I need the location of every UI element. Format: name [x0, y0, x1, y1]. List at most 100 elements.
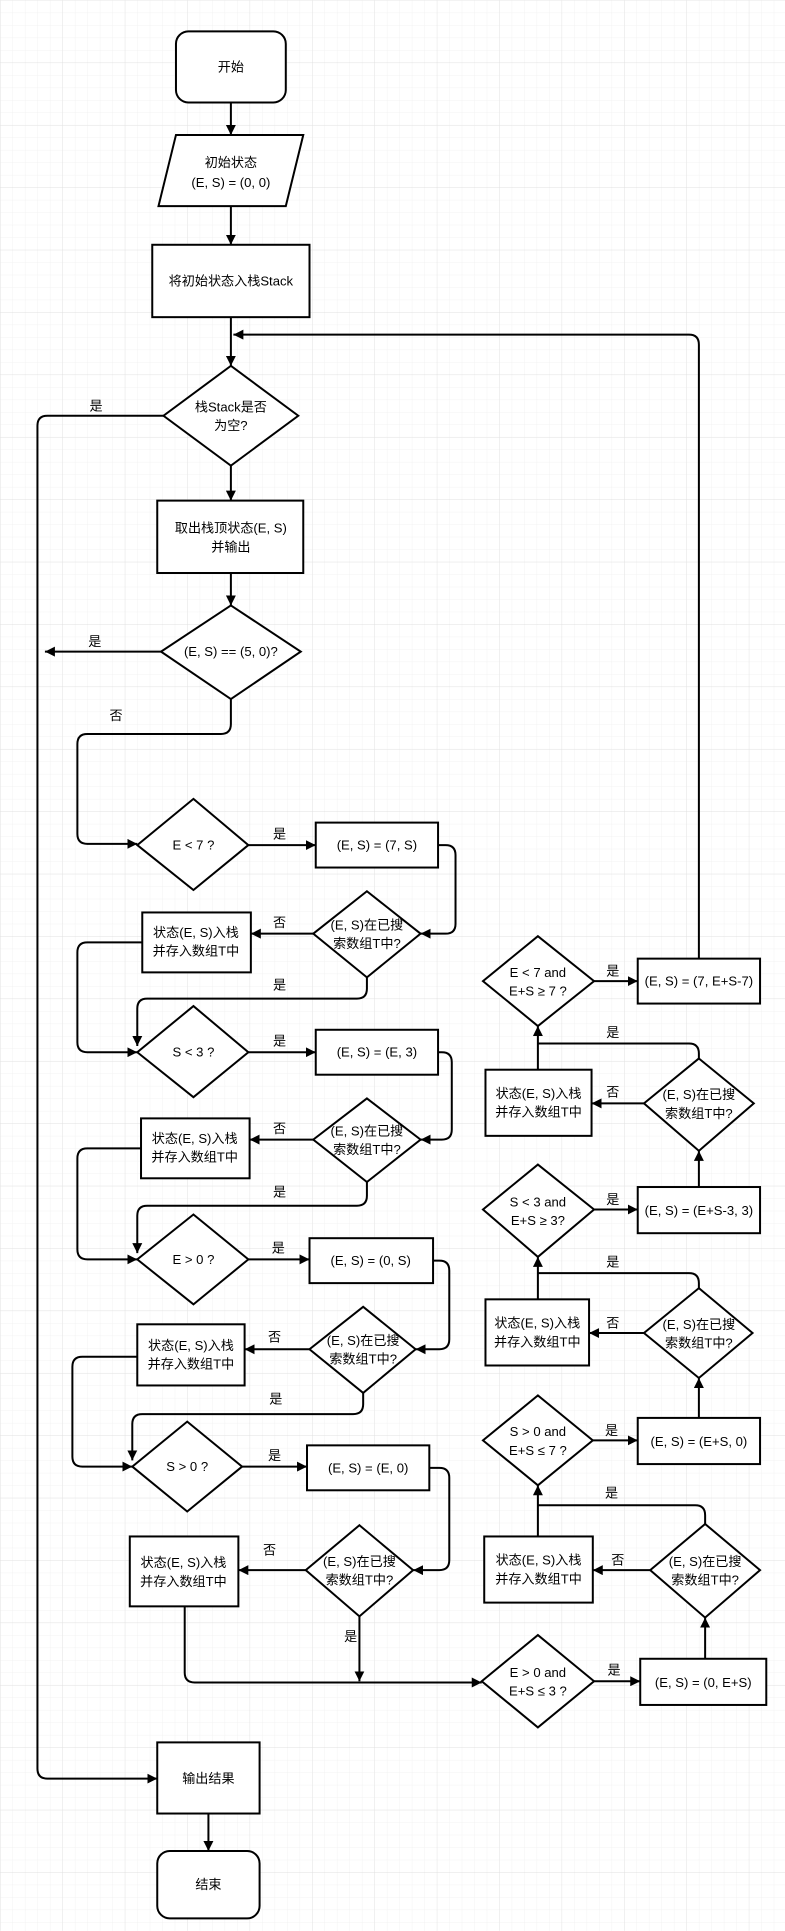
branch-5-action-label: (E, S) = (0, E+S) [655, 1675, 752, 1690]
push-init-process [151, 243, 311, 319]
branch-4-edge-label-check-no: 否 [263, 1543, 276, 1558]
branch-3-condition-diamond [135, 1213, 250, 1306]
branch-8-condition-diamond [481, 934, 596, 1028]
branch-6-action-process [636, 1416, 762, 1466]
branch-6-edge-label-check-yes: 是 [606, 1254, 619, 1269]
branch-1-push-process [141, 911, 252, 974]
edge-loop-back [233, 329, 700, 959]
branch-3: E > 0 ? 是 (E, S) = (0, S) (E, S)在已搜 索数组T… [71, 1213, 451, 1472]
branch-3-push-line-1: 状态(E, S)入栈 [148, 1338, 234, 1353]
branch-2-check-line-1: (E, S)在已搜 [331, 1123, 404, 1138]
branch-6-push-line-2: 并存入数组T中 [494, 1334, 581, 1349]
branch-6-edge-check-yes [537, 1272, 700, 1289]
branch-4-edge-label-check-yes: 是 [344, 1629, 357, 1644]
branch-1-action-label: (E, S) = (7, S) [337, 838, 417, 853]
branch-7-edge-label-check-no: 否 [606, 1085, 619, 1100]
branch-6-condition-line-2: E+S ≤ 7 ? [509, 1443, 567, 1458]
branch-1-condition-diamond [135, 797, 250, 892]
branch-2-push-line-1: 状态(E, S)入栈 [152, 1131, 238, 1146]
branch-5-edge-label-check-no: 否 [611, 1553, 624, 1568]
branch-8-edge-label-yes: 是 [606, 964, 619, 979]
branch-2-edge-action-to-check [420, 1051, 453, 1145]
branch-4-condition-diamond [130, 1420, 244, 1513]
branch-1-edge-action-to-check [420, 844, 457, 939]
branch-6-check-diamond [642, 1286, 755, 1380]
branch-1-edge-check-yes [132, 977, 368, 1046]
branch-3-edge-push-to-next [71, 1355, 138, 1472]
output-label: 输出结果 [182, 1771, 234, 1786]
edge-label-goal-yes: 是 [88, 634, 101, 649]
branch-3-edge-action-to-check [415, 1259, 451, 1355]
branch-6-push-process [484, 1298, 591, 1367]
branch-7-condition-diamond [481, 1163, 596, 1259]
branch-2-condition-label: S < 3 ? [173, 1045, 215, 1060]
edge-goal-no [76, 699, 232, 849]
branch-3-check-line-2: 索数组T中? [329, 1352, 397, 1367]
branch-2-edge-check-yes [132, 1182, 368, 1254]
end-node: 结束 [156, 1849, 261, 1920]
branch-2-action-process [314, 1028, 440, 1076]
branch-2-condition-diamond [135, 1004, 250, 1099]
push-init-node: 将初始状态入栈Stack [151, 243, 311, 319]
branch-4-push-line-2: 并存入数组T中 [140, 1574, 227, 1589]
branch-4-action-label: (E, S) = (E, 0) [328, 1460, 408, 1475]
branch-8-condition-line-1: E < 7 and [510, 965, 566, 980]
branch-3-action-label: (E, S) = (0, S) [330, 1253, 410, 1268]
branch-3-edge-check-yes [127, 1392, 365, 1461]
branch-6: S > 0 and E+S ≤ 7 ? 是 (E, S) = (E+S, 0) … [481, 1254, 762, 1487]
init-state-parallelogram [157, 133, 305, 208]
stack-empty-line-2: 为空? [214, 418, 247, 433]
branch-7-condition-line-1: S < 3 and [510, 1194, 566, 1209]
branch-4-edge-push-to-next [183, 1606, 482, 1688]
branch-7-check-diamond [642, 1057, 756, 1153]
branch-5: E > 0 and E+S ≤ 3 ? 是 (E, S) = (0, E+S) … [480, 1485, 768, 1729]
init-state-line-1: 初始状态 [205, 155, 257, 170]
branch-4-condition-label: S > 0 ? [166, 1459, 208, 1474]
branch-2-check-line-2: 索数组T中? [333, 1142, 401, 1157]
branch-5-edge-check-yes [537, 1504, 707, 1524]
branch-7-push-line-2: 并存入数组T中 [495, 1105, 582, 1120]
branch-8: E < 7 and E+S ≥ 7 ? 是 (E, S) = (7, E+S-7… [481, 934, 762, 1028]
branch-5-action-process [639, 1657, 768, 1706]
branch-7-condition-line-2: E+S ≥ 3? [511, 1213, 565, 1228]
branch-3-push-process [136, 1323, 246, 1387]
pop-top-process [156, 499, 305, 574]
edge-label-stack-empty-yes: 是 [90, 398, 103, 413]
edge-stack-empty-yes [36, 414, 164, 1784]
branch-5-edge-label-check-yes: 是 [605, 1485, 618, 1500]
output-process [156, 1741, 261, 1815]
branch-2-edge-label-check-no: 否 [273, 1121, 286, 1136]
branch-6-edge-label-check-no: 否 [606, 1316, 619, 1331]
branch-6-push-line-1: 状态(E, S)入栈 [494, 1316, 580, 1331]
branch-5-push-line-2: 并存入数组T中 [495, 1571, 582, 1586]
end-label: 结束 [195, 1877, 221, 1892]
branch-1: E < 7 ? 是 (E, S) = (7, S) (E, S)在已搜 索数组T… [76, 797, 457, 1058]
branch-6-condition-diamond [481, 1394, 595, 1487]
branch-2-push-process [140, 1117, 251, 1180]
branch-2-edge-label-check-yes: 是 [273, 1185, 286, 1200]
branch-4-check-line-1: (E, S)在已搜 [323, 1554, 396, 1569]
branch-1-check-line-1: (E, S)在已搜 [331, 917, 404, 932]
branch-6-edge-label-yes: 是 [605, 1423, 618, 1438]
goal-test-label: (E, S) == (5, 0)? [184, 644, 278, 659]
branch-4-edge-label-yes: 是 [268, 1448, 281, 1463]
branch-1-check-line-2: 索数组T中? [333, 936, 401, 951]
branch-8-action-process [636, 957, 762, 1005]
branch-3-condition-label: E > 0 ? [173, 1252, 215, 1267]
branch-2-action-label: (E, S) = (E, 3) [337, 1045, 417, 1060]
end-terminator [156, 1849, 261, 1920]
branch-8-condition-line-2: E+S ≥ 7 ? [509, 984, 567, 999]
branch-6-action-label: (E, S) = (E+S, 0) [650, 1434, 747, 1449]
branch-3-action-process [308, 1237, 435, 1285]
branch-7-push-process [484, 1068, 593, 1137]
branch-6-check-line-1: (E, S)在已搜 [663, 1317, 736, 1332]
branch-7: S < 3 and E+S ≥ 3? 是 (E, S) = (E+S-3, 3)… [481, 1025, 762, 1259]
branch-7-check-line-2: 索数组T中? [665, 1106, 733, 1121]
pop-top-line-1: 取出栈顶状态(E, S) [175, 521, 287, 536]
branch-5-condition-diamond [480, 1633, 596, 1729]
branch-3-edge-label-check-yes: 是 [269, 1392, 282, 1407]
branch-1-edge-label-check-yes: 是 [273, 977, 286, 992]
branch-3-check-line-1: (E, S)在已搜 [327, 1333, 400, 1348]
branch-7-edge-label-check-yes: 是 [606, 1025, 619, 1040]
